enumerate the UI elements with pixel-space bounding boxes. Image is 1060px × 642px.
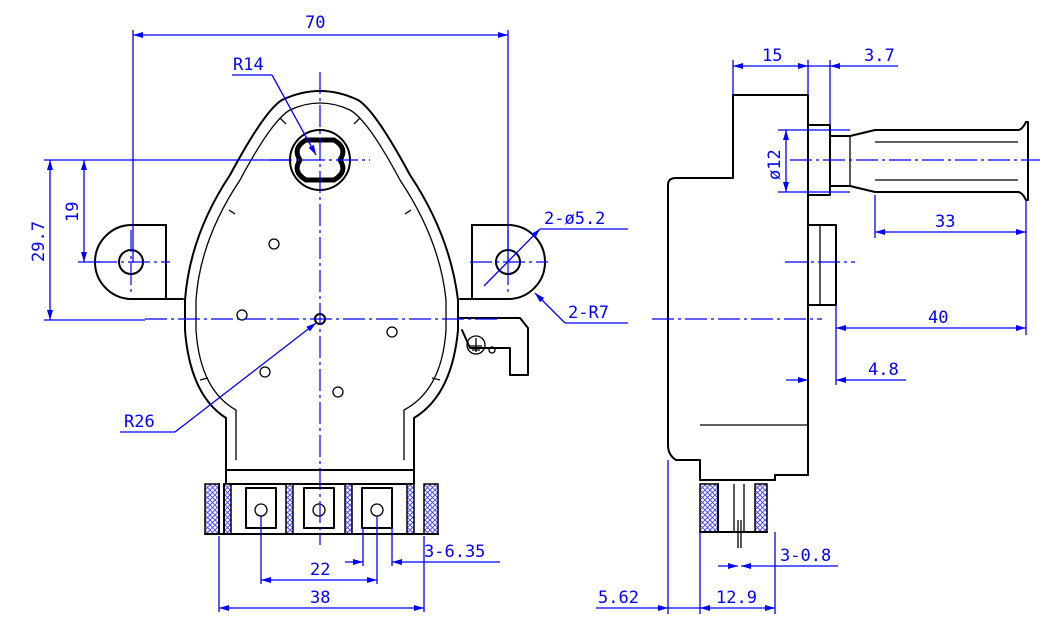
dim-tab-offset: 4.8 [868,360,899,380]
side-shaft [829,121,1029,201]
side-housing [667,94,809,481]
terminal-left-hatch [204,483,220,535]
housing-outer [184,90,459,471]
dim-mount-holes: 2-ø5.2 [544,209,605,229]
dim-body-depth: 15 [762,46,782,66]
dim-shaft-overall: 40 [928,308,948,328]
dim-terminal-offset: 5.62 [598,588,639,608]
side-terminal [733,484,745,548]
side-centerlines [652,159,1040,320]
terminal-1 [245,487,277,529]
side-terminal-hatch-right [754,483,768,533]
side-terminal-hatch-left [699,483,719,533]
dim-terminal-depth: 12.9 [716,588,757,608]
dim-body-radius: R26 [124,412,155,432]
dim-shaft-length: 33 [935,212,955,232]
shaft-profile [294,137,346,183]
housing-inner [195,102,447,460]
side-tab [807,224,837,306]
dim-mount-height: 29.7 [29,221,49,262]
dim-terminal-thickness: 3-0.8 [780,546,831,566]
dim-hole-offset: 19 [63,202,83,222]
dim-overall-width: 70 [305,13,325,33]
terminal-2 [303,487,335,529]
dim-terminal-pitch: 22 [310,560,330,580]
dim-terminal-width: 3-6.35 [424,542,485,562]
dim-shaft-radius: R14 [233,55,264,75]
ground-tab [457,317,529,376]
terminal-right-hatch [423,483,439,535]
side-dimensions: 15 3.7 ø12 33 40 4.8 3-0.8 5.62 [596,46,1027,614]
front-dimensions: 70 R14 29.7 19 2-ø5.2 2-R7 R26 [29,13,628,612]
side-view [667,94,1029,548]
dim-shaft-diameter: ø12 [765,149,785,180]
dim-mount-ears: 2-R7 [568,303,609,323]
dim-boss-height: 3.7 [864,46,895,66]
dim-terminal-span: 38 [310,588,330,608]
front-centerlines [95,72,548,545]
